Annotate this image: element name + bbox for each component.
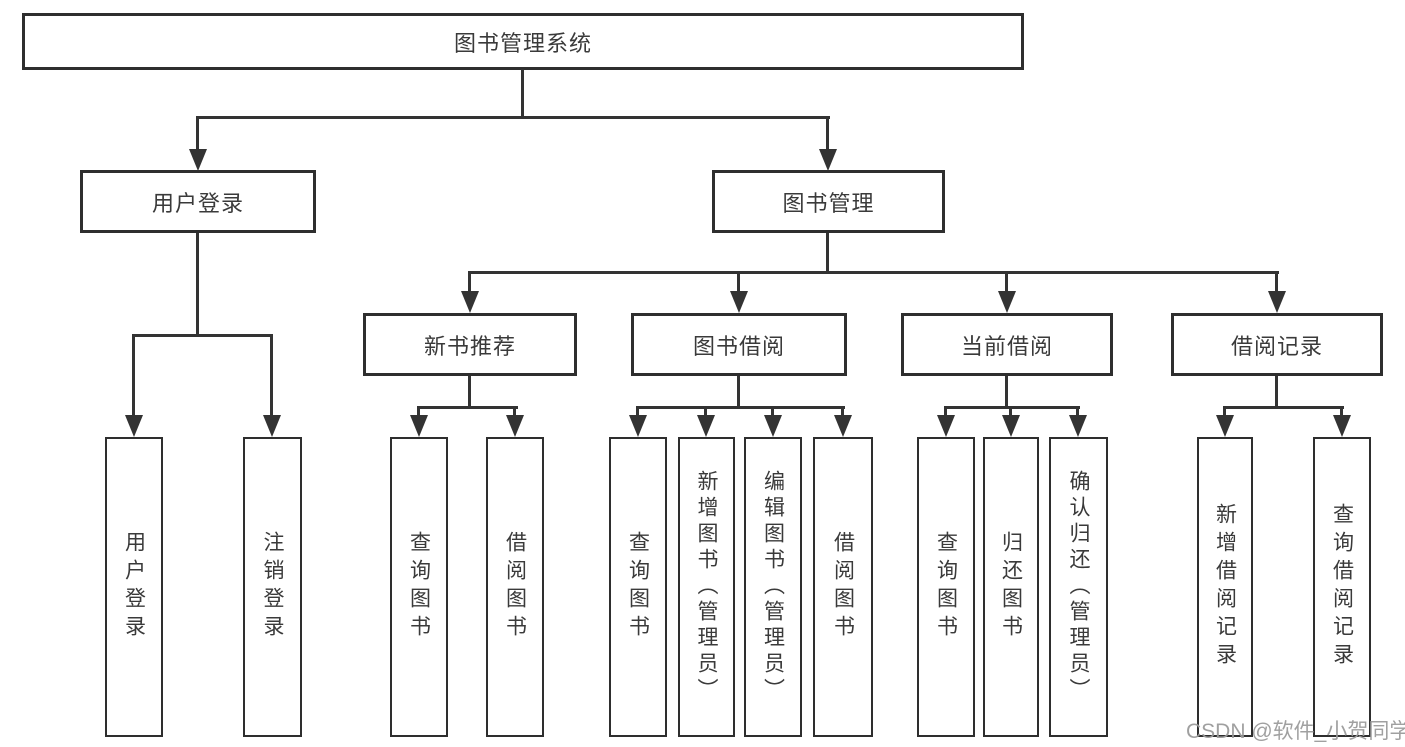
connector-line <box>636 406 639 419</box>
connector-line <box>513 406 516 419</box>
arrow-head-icon <box>263 415 281 437</box>
arrow-head-icon <box>730 291 748 313</box>
connector-line <box>826 116 829 151</box>
leaf-user-login: 用户登录 <box>105 437 163 737</box>
connector-line <box>270 334 273 417</box>
arrow-head-icon <box>629 415 647 437</box>
connector-line <box>132 334 273 337</box>
connector-line <box>636 406 845 409</box>
node-label: 查询图书 <box>626 531 650 643</box>
node-label: 借阅图书 <box>503 531 527 643</box>
leaf-recommend-query-books: 查询图书 <box>390 437 448 737</box>
node-label: 确认归还（管理员） <box>1067 470 1090 704</box>
connector-line <box>417 406 518 409</box>
node-label: 查询借阅记录 <box>1330 503 1354 671</box>
leaf-borrow-query-books: 查询图书 <box>609 437 667 737</box>
connector-line <box>944 406 947 419</box>
csdn-watermark: CSDN @软件_小贺同学 <box>1186 720 1405 743</box>
arrow-head-icon <box>189 149 207 171</box>
node-label: 图书借阅 <box>692 333 785 359</box>
connector-line <box>196 116 199 151</box>
node-label: 用户登录 <box>122 531 146 643</box>
leaf-logout-login: 注销登录 <box>243 437 302 737</box>
node-user-login: 用户登录 <box>80 170 316 233</box>
arrow-head-icon <box>125 415 143 437</box>
connector-line <box>1223 406 1344 409</box>
arrow-head-icon <box>461 291 479 313</box>
node-new-book-recommendation: 新书推荐 <box>363 313 577 376</box>
node-label: 图书管理系统 <box>453 30 592 56</box>
arrow-head-icon <box>998 291 1016 313</box>
leaf-borrow-add-books-admin: 新增图书（管理员） <box>678 437 735 737</box>
node-label: 用户登录 <box>151 190 244 216</box>
arrow-head-icon <box>1333 415 1351 437</box>
connector-line <box>521 69 524 118</box>
arrow-head-icon <box>410 415 428 437</box>
node-borrowing-records: 借阅记录 <box>1171 313 1383 376</box>
arrow-head-icon <box>1268 291 1286 313</box>
leaf-current-return-books: 归还图书 <box>983 437 1039 737</box>
connector-line <box>468 271 1279 274</box>
node-label: 注销登录 <box>261 531 284 643</box>
node-label: 查询图书 <box>934 531 958 643</box>
node-label: 归还图书 <box>999 531 1023 643</box>
node-label: 查询图书 <box>407 531 431 643</box>
connector-line <box>1275 376 1278 409</box>
leaf-recommend-borrow-books: 借阅图书 <box>486 437 544 737</box>
connector-line <box>737 376 740 409</box>
node-label: 借阅记录 <box>1230 333 1323 359</box>
leaf-records-query-record: 查询借阅记录 <box>1313 437 1371 737</box>
node-label: 编辑图书（管理员） <box>761 470 785 704</box>
connector-line <box>1005 271 1008 293</box>
arrow-head-icon <box>834 415 852 437</box>
arrow-head-icon <box>506 415 524 437</box>
arrow-head-icon <box>697 415 715 437</box>
node-library-management-system: 图书管理系统 <box>22 13 1024 70</box>
node-label: 图书管理 <box>782 190 875 216</box>
arrow-head-icon <box>1002 415 1020 437</box>
arrow-head-icon <box>764 415 782 437</box>
connector-line <box>132 334 135 417</box>
node-label: 新书推荐 <box>423 333 516 359</box>
connector-line <box>196 116 830 119</box>
node-label: 借阅图书 <box>831 531 855 643</box>
connector-line <box>841 406 844 419</box>
arrow-head-icon <box>1069 415 1087 437</box>
connector-line <box>1223 406 1226 419</box>
connector-line <box>468 376 471 409</box>
connector-line <box>944 406 1080 409</box>
node-label: 新增借阅记录 <box>1213 503 1237 671</box>
arrow-head-icon <box>1216 415 1234 437</box>
connector-line <box>771 406 774 419</box>
leaf-current-confirm-return-admin: 确认归还（管理员） <box>1049 437 1108 737</box>
connector-line <box>1005 376 1008 409</box>
connector-line <box>196 233 199 336</box>
leaf-borrow-edit-books-admin: 编辑图书（管理员） <box>744 437 802 737</box>
connector-line <box>1340 406 1343 419</box>
connector-line <box>417 406 420 419</box>
connector-line <box>704 406 707 419</box>
leaf-borrow-borrow-books: 借阅图书 <box>813 437 873 737</box>
connector-line <box>1076 406 1079 419</box>
connector-line <box>1275 271 1278 293</box>
arrow-head-icon <box>819 149 837 171</box>
leaf-records-add-record: 新增借阅记录 <box>1197 437 1253 737</box>
connector-line <box>1009 406 1012 419</box>
leaf-current-query-books: 查询图书 <box>917 437 975 737</box>
node-book-management: 图书管理 <box>712 170 945 233</box>
node-label: 当前借阅 <box>960 333 1053 359</box>
connector-line <box>468 271 471 293</box>
node-current-borrowing: 当前借阅 <box>901 313 1113 376</box>
connector-line <box>737 271 740 293</box>
connector-line <box>826 233 829 274</box>
node-book-borrowing: 图书借阅 <box>631 313 847 376</box>
arrow-head-icon <box>937 415 955 437</box>
node-label: 新增图书（管理员） <box>695 470 718 704</box>
